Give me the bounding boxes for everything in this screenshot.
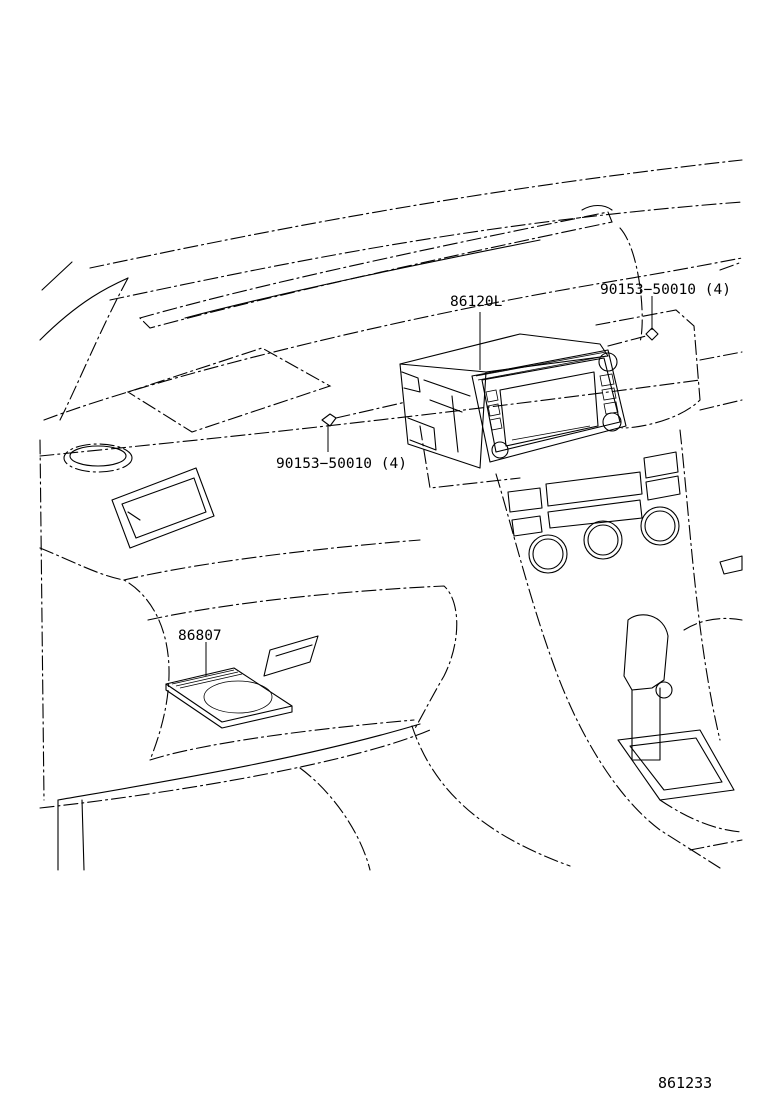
- screw-lower: [321, 401, 407, 427]
- screw-upper: [607, 327, 659, 347]
- label-screw-upper: 90153−50010 (4): [600, 282, 731, 298]
- dash-speaker-panel: [63, 347, 332, 473]
- manual-pocket-tray: [165, 667, 293, 729]
- illustration-code: 861233: [658, 1074, 712, 1092]
- dashboard-top-outline: [39, 159, 743, 457]
- defroster-vent: [138, 204, 613, 329]
- glovebox-outline: [39, 439, 571, 871]
- label-screw-lower: 90153−50010 (4): [276, 456, 407, 472]
- left-air-vent: [111, 467, 215, 549]
- center-panel-outline: [419, 227, 743, 869]
- gear-shifter: [617, 614, 743, 851]
- label-manual-pocket: 86807: [178, 628, 222, 644]
- head-unit: [399, 333, 627, 469]
- label-head-unit: 86120L: [450, 294, 503, 310]
- climate-control-panel: [507, 451, 743, 575]
